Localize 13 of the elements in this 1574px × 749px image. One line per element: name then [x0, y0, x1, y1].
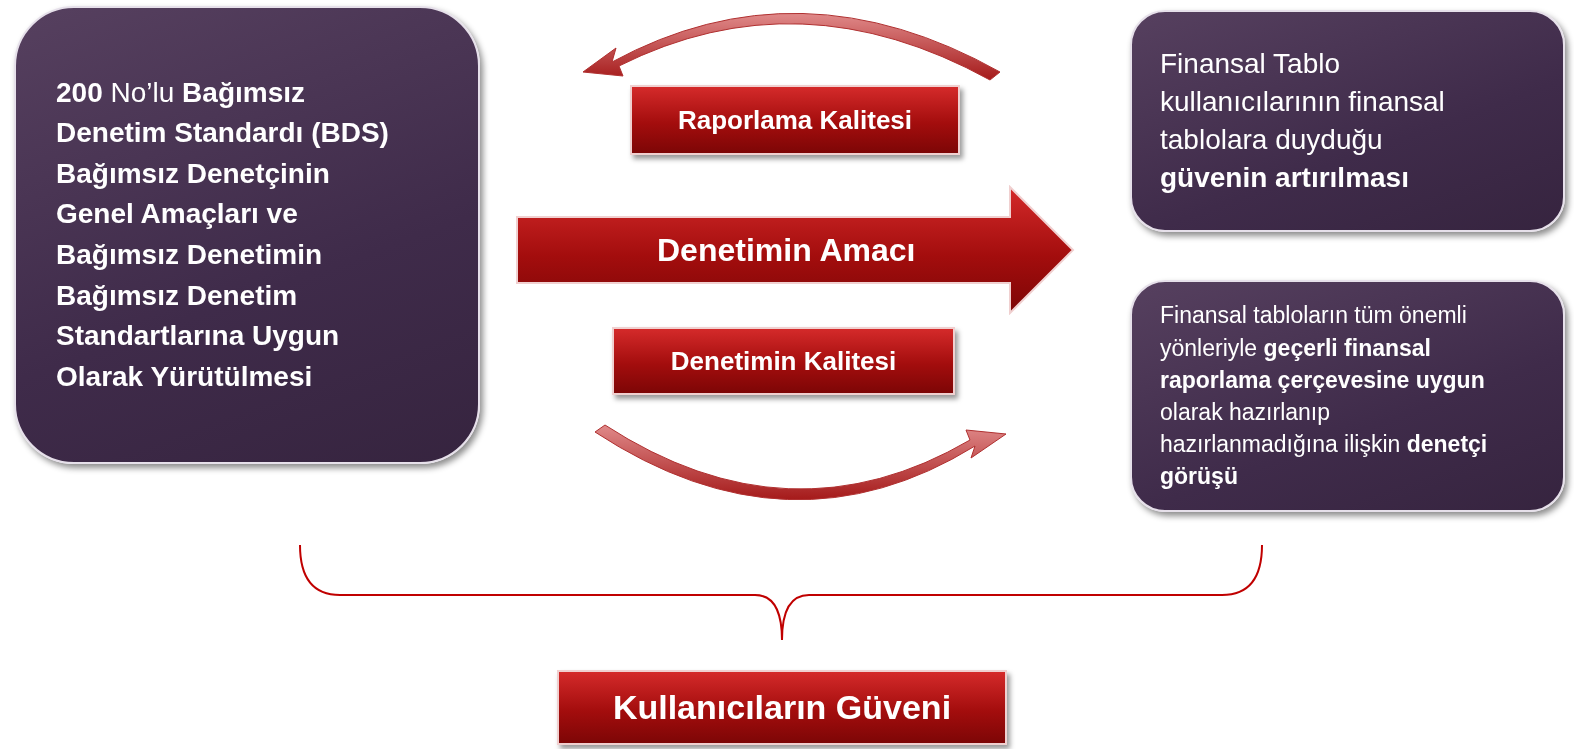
content-card — [14, 6, 480, 464]
card-text: Finansal Tablo kullanıcılarının finansal tablolara duyduğu güvenin artırılması — [1160, 47, 1446, 195]
banner-box — [612, 327, 955, 395]
banner-text: Denetimin Kalitesi — [670, 345, 897, 377]
card-text: 200 No’lu Bağımsız Denetim Standardı (BDS) Bağımsız Denetçinin Genel Amaçları ve Bağımsız Denetimin Bağımsız Denetim Standartlarına Uygun Olarak Yürütülmesi — [56, 75, 390, 394]
banner-box — [630, 85, 960, 155]
banner-box — [557, 670, 1007, 745]
content-card — [1130, 280, 1565, 512]
content-card — [1130, 10, 1565, 232]
banner-text: Denetimin Amacı — [656, 231, 916, 270]
banner-text: Raporlama Kalitesi — [677, 104, 913, 136]
card-text: Finansal tabloların tüm önemli yönleriyle geçerli finansal raporlama çerçevesine uygun olarak hazırlanıp hazırlanmadığına ilişkin denetçi görüşü — [1160, 301, 1489, 492]
banner-text: Kullanıcıların Güveni — [612, 688, 952, 727]
